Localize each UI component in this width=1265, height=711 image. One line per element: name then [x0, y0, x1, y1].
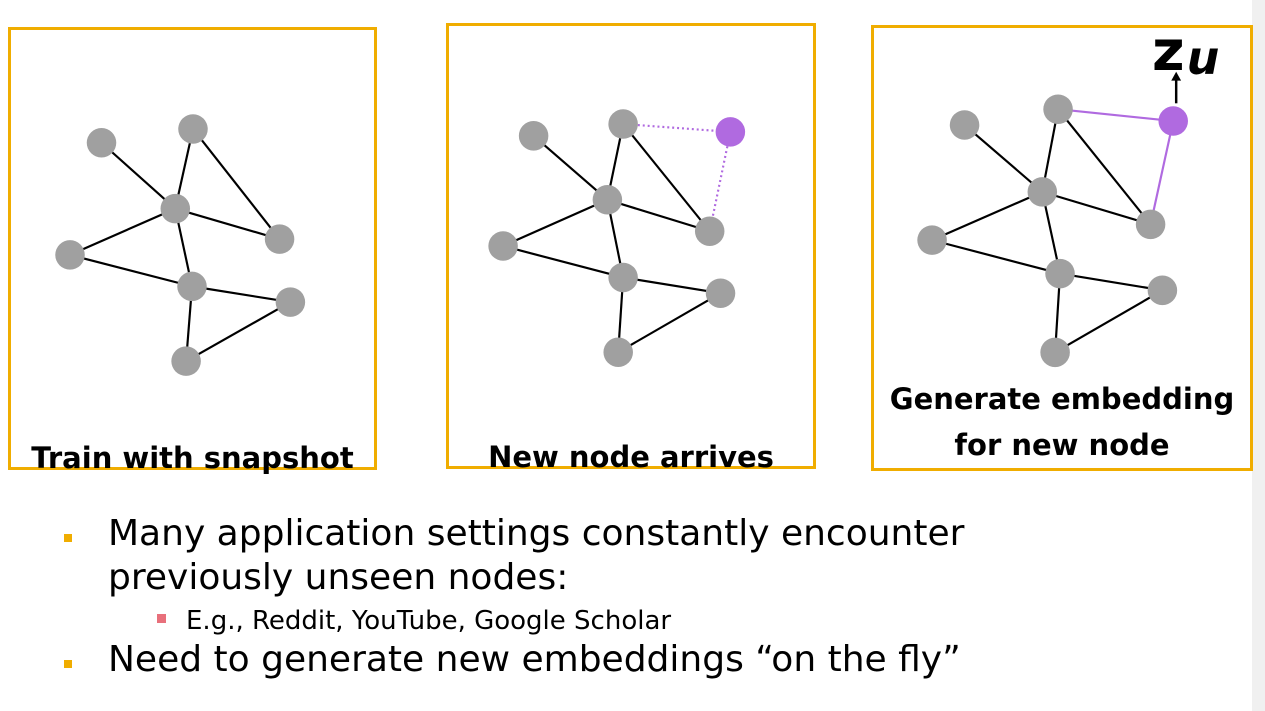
graph-edge	[502, 244, 624, 279]
graph-edge	[1054, 289, 1163, 354]
panel-new-node-arrives: New node arrives	[446, 23, 816, 474]
graph-node	[264, 224, 295, 254]
bullet-text-line: Need to generate new embeddings “on the …	[108, 639, 961, 680]
caption-line: for new node	[954, 428, 1170, 462]
graph-nodes	[917, 94, 1178, 368]
graph-edge	[931, 190, 1043, 242]
graph-edge	[502, 198, 608, 247]
new-edge	[1149, 120, 1175, 225]
graph-node	[592, 185, 623, 215]
panel-train-snapshot: Train with snapshot	[8, 27, 377, 475]
new-node	[715, 117, 746, 147]
graph-node	[949, 110, 980, 140]
graph-edge	[192, 128, 281, 240]
graph-node	[608, 262, 638, 293]
new-node	[1158, 106, 1188, 136]
graph-edge	[931, 239, 1061, 275]
graph-node	[1135, 209, 1166, 240]
new-node-pending-edges	[623, 122, 732, 232]
bullet-item: Need to generate new embeddings “on the …	[62, 638, 964, 682]
graph-edge	[69, 207, 176, 256]
graph-node	[1027, 177, 1058, 207]
bullet-text-line: previously unseen nodes:	[108, 557, 569, 598]
graph-nodes	[488, 109, 736, 368]
sub-bullet-text: E.g., Reddit, YouTube, Google Scholar	[186, 606, 672, 636]
graph-node	[178, 114, 208, 144]
bullet-item: Many application settings constantly enc…	[62, 512, 964, 608]
graph-node	[1045, 258, 1075, 289]
graph-edges	[69, 128, 291, 363]
bullet-marker	[64, 534, 72, 542]
graph-edge	[622, 276, 721, 295]
caption-line: Generate embedding	[889, 382, 1235, 416]
graph-edges	[502, 123, 722, 354]
new-edge	[1057, 108, 1174, 123]
graph-edge	[532, 134, 609, 201]
panel-caption: New node arrives	[449, 434, 813, 480]
graph-edge	[191, 285, 291, 304]
graph-edge	[963, 124, 1044, 193]
graph-node	[86, 127, 117, 158]
sub-bullet-marker	[157, 614, 166, 623]
panel-caption: Train with snapshot	[11, 435, 374, 481]
graph-node	[1040, 337, 1070, 368]
graph-edge	[1057, 108, 1152, 226]
graph-edge	[622, 123, 711, 232]
caption-line: New node arrives	[488, 440, 774, 474]
panel-generate-embedding: zu Generate embedding for new node	[871, 19, 1253, 471]
graph-edge	[617, 292, 722, 354]
graph-edge	[100, 141, 177, 210]
graph-node	[488, 231, 518, 261]
graph-edge	[185, 301, 291, 363]
panel-caption: Generate embedding for new node	[874, 376, 1250, 468]
graph-node	[603, 337, 633, 368]
graph-nodes	[55, 114, 306, 376]
graph-edge	[174, 207, 280, 241]
bullet-list: Many application settings constantly enc…	[62, 512, 964, 682]
new-node-edges	[1057, 108, 1175, 225]
graph-node	[1147, 275, 1178, 306]
caption-line: Train with snapshot	[31, 441, 354, 475]
graph-node	[275, 287, 306, 317]
embedding-subscript: u	[1186, 31, 1220, 85]
graph-node	[171, 346, 201, 376]
graph-node	[705, 278, 736, 308]
bullet-marker	[64, 660, 72, 668]
graph-node	[1043, 94, 1073, 124]
slide-edge-strip	[1252, 0, 1265, 711]
pending-edge	[708, 131, 732, 232]
pending-edge	[623, 122, 731, 133]
graph-node	[694, 216, 725, 246]
graph-node	[518, 121, 549, 151]
graph-edges	[931, 108, 1163, 354]
graph-with-new-node	[488, 109, 746, 368]
graph-with-embedded-node	[917, 71, 1188, 368]
bullet-text-line: Many application settings constantly enc…	[108, 513, 965, 554]
graph-node	[160, 193, 191, 224]
embedding-symbol: z	[1152, 19, 1185, 84]
embedding-label: zu	[1152, 19, 1220, 86]
graph-node	[608, 109, 638, 139]
graph-node	[917, 225, 947, 255]
graph-edge	[69, 253, 193, 288]
graph-node	[55, 240, 85, 270]
graph-node	[177, 271, 207, 302]
sub-bullet-item: E.g., Reddit, YouTube, Google Scholar	[62, 602, 964, 640]
graph-edge	[1042, 190, 1151, 226]
graph-snapshot	[55, 114, 306, 376]
graph-edge	[607, 198, 711, 233]
graph-edge	[1059, 272, 1163, 292]
embedding-arrow	[1171, 71, 1182, 104]
